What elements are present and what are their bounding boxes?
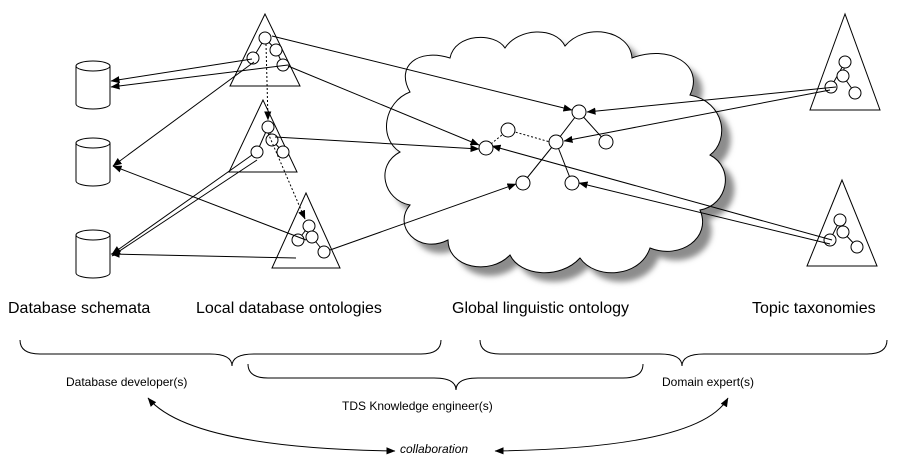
label-local-database-ontologies: Local database ontologies bbox=[196, 300, 382, 317]
brace-right bbox=[479, 339, 888, 367]
label-collaboration: collaboration bbox=[400, 442, 469, 456]
collaboration-arc-left bbox=[147, 397, 396, 455]
global-ontology-nodes bbox=[478, 104, 614, 191]
label-database-schemata: Database schemata bbox=[8, 300, 151, 317]
label-database-developer: Database developer(s) bbox=[66, 375, 188, 389]
label-topic-taxonomies: Topic taxonomies bbox=[752, 300, 876, 317]
local-ontology-1 bbox=[229, 12, 301, 87]
database-cylinder-2 bbox=[75, 137, 111, 187]
topic-taxonomy-1 bbox=[809, 12, 881, 111]
label-domain-expert: Domain expert(s) bbox=[662, 375, 755, 389]
cloud-shape bbox=[384, 31, 726, 274]
database-cylinder-3 bbox=[75, 229, 111, 279]
local-ontology-3 bbox=[271, 191, 341, 269]
label-global-linguistic-ontology: Global linguistic ontology bbox=[452, 300, 629, 317]
braces bbox=[19, 339, 888, 391]
label-knowledge-engineer: TDS Knowledge engineer(s) bbox=[342, 399, 493, 413]
local-ontology-2 bbox=[228, 98, 298, 173]
global-ontology-cloud bbox=[384, 31, 735, 282]
collaboration-arc-right bbox=[494, 397, 729, 455]
database-cylinder-1 bbox=[75, 60, 111, 110]
brace-left bbox=[19, 339, 442, 367]
connections bbox=[110, 35, 837, 259]
brace-middle bbox=[247, 363, 644, 391]
topic-taxonomy-2 bbox=[806, 178, 878, 267]
